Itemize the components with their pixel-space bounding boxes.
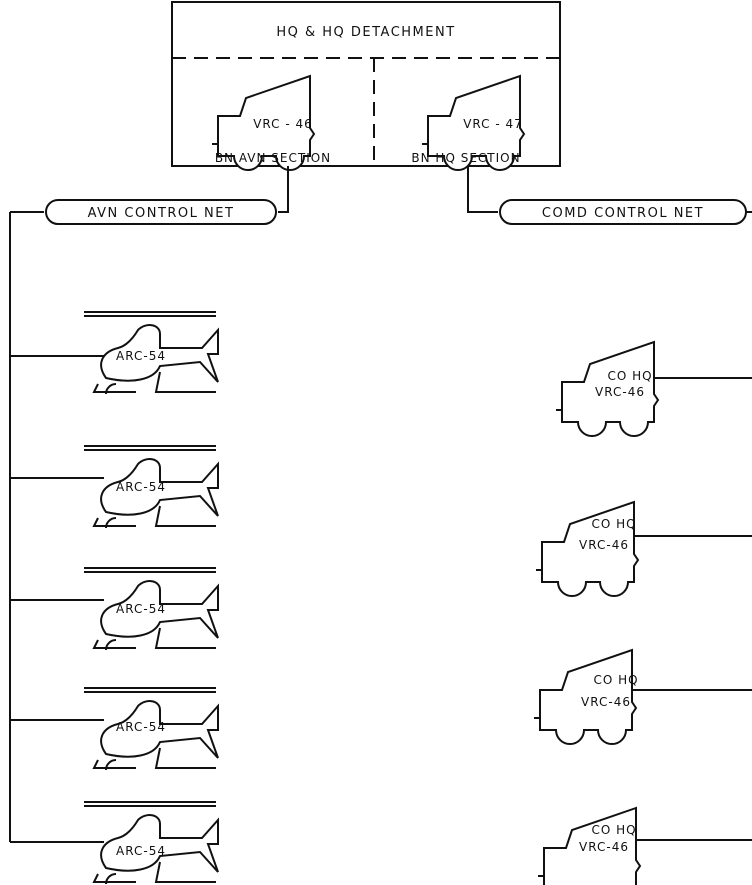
- comd-control-net: COMD CONTROL NET: [500, 200, 752, 224]
- hq-title: HQ & HQ DETACHMENT: [276, 25, 455, 40]
- right-hq-radio: VRC - 47: [463, 117, 523, 131]
- company-radio: VRC-46: [579, 840, 629, 854]
- helicopter-radio: ARC-54: [116, 720, 166, 734]
- helicopter-radio: ARC-54: [116, 844, 166, 858]
- avn-control-net: AVN CONTROL NET: [10, 200, 276, 224]
- helicopter-radio: ARC-54: [116, 349, 166, 363]
- company-radio: VRC-46: [581, 695, 631, 709]
- helicopter-4: ARC-54: [10, 688, 218, 770]
- company-radio: VRC-46: [579, 538, 629, 552]
- company-vehicle-1: CO HQ VRC-46: [556, 342, 752, 436]
- company-unit: CO HQ: [591, 517, 636, 531]
- helicopter-radio: ARC-54: [116, 602, 166, 616]
- helicopter-3: ARC-54: [10, 568, 218, 650]
- company-vehicle-4: CO HQ VRC-46: [538, 808, 752, 885]
- helicopter-5: ARC-54: [10, 802, 218, 884]
- helicopter-radio: ARC-54: [116, 480, 166, 494]
- helicopter-2: ARC-54: [10, 446, 218, 528]
- company-unit: CO HQ: [593, 673, 638, 687]
- company-vehicle-2: CO HQ VRC-46: [536, 502, 752, 596]
- company-vehicle-3: CO HQ VRC-46: [534, 650, 752, 744]
- company-radio: VRC-46: [595, 385, 645, 399]
- hq-detachment-box: HQ & HQ DETACHMENT VRC - 46 VRC - 47 BN …: [172, 2, 560, 170]
- helicopter-icon: [84, 802, 218, 884]
- company-unit: CO HQ: [607, 369, 652, 383]
- company-unit: CO HQ: [591, 823, 636, 837]
- helicopter-1: ARC-54: [10, 312, 218, 394]
- left-hq-radio: VRC - 46: [253, 117, 313, 131]
- left-section-label: BN AVN SECTION: [215, 151, 331, 165]
- avn-net-label: AVN CONTROL NET: [88, 206, 235, 221]
- comd-net-label: COMD CONTROL NET: [542, 206, 704, 221]
- right-section-label: BN HQ SECTION: [411, 151, 520, 165]
